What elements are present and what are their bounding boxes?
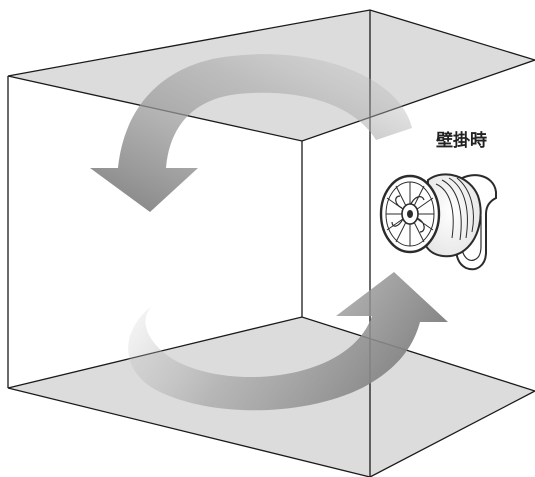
wall-mounted-circulator-fan-icon [381,174,496,269]
wall-mount-caption: 壁掛時 [436,130,487,151]
